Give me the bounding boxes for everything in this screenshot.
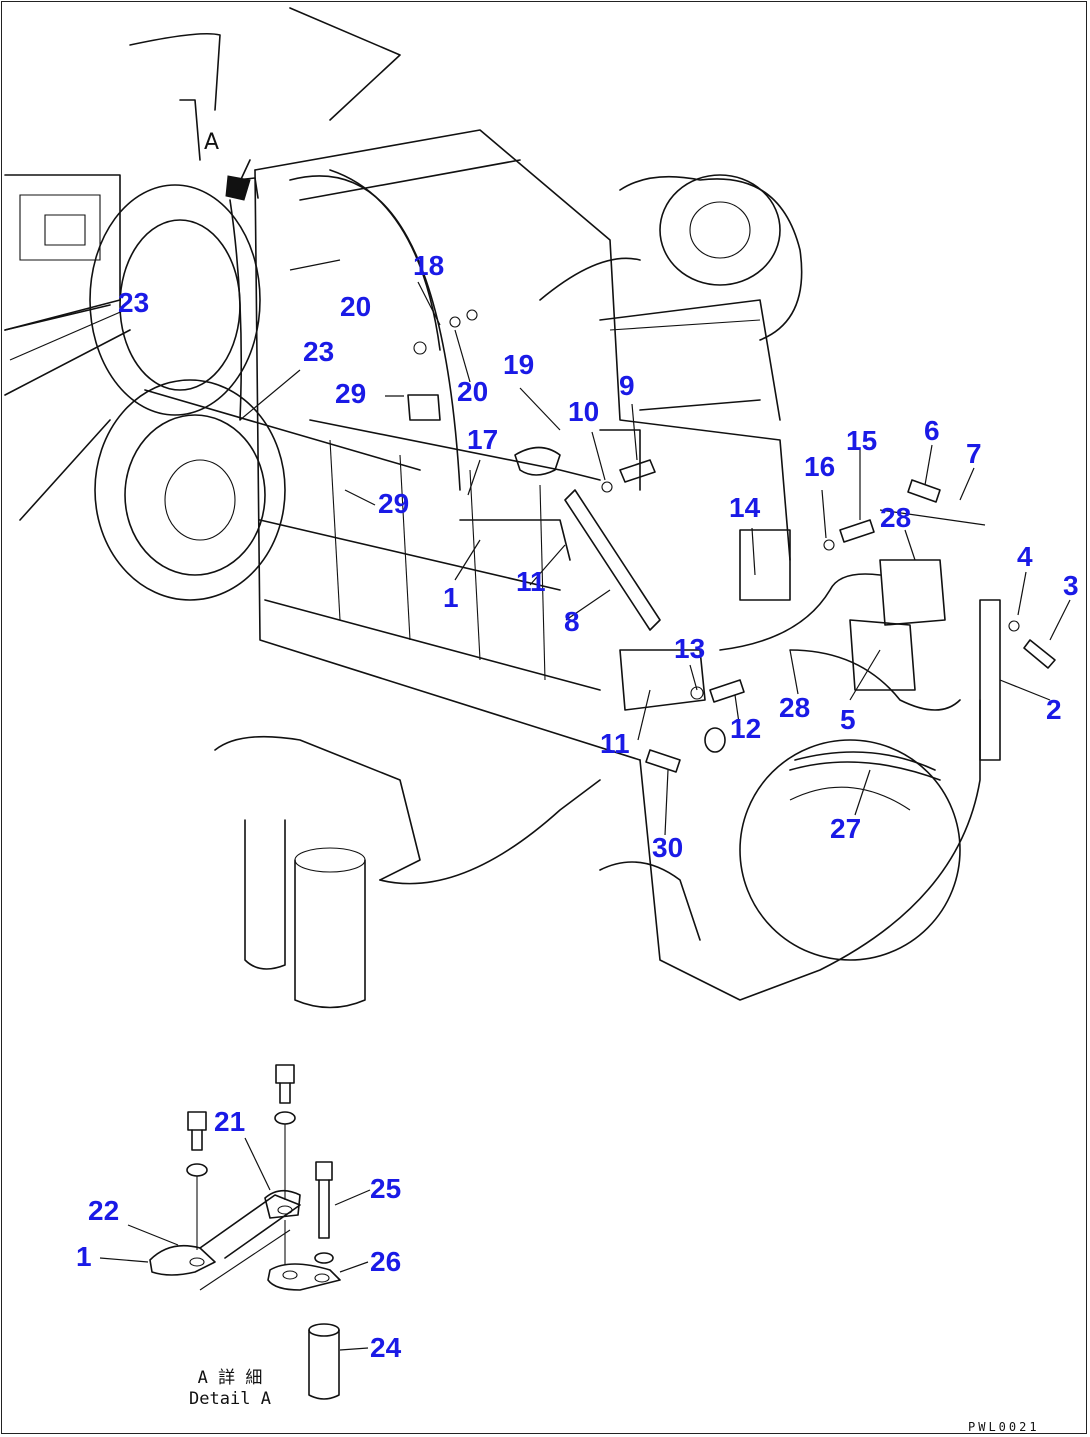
- callout-15: 15: [846, 425, 878, 456]
- callout-5: 5: [840, 704, 856, 735]
- detail-a-leaders: [99, 1137, 371, 1351]
- callout-4: 4: [1017, 541, 1033, 572]
- callout-6: 6: [924, 415, 940, 446]
- callout-11-upper: 11: [516, 566, 546, 597]
- detail-a-clamp: [149, 1189, 301, 1291]
- flywheel-housing: [599, 699, 981, 1001]
- callout-13: 13: [674, 633, 706, 664]
- callout-8: 8: [564, 606, 580, 637]
- callout-30: 30: [652, 832, 684, 863]
- detail-a-bolt-left: [186, 1111, 208, 1250]
- callout-20-lower: 20: [457, 376, 489, 407]
- leader-lines: [9, 259, 1071, 836]
- callout-19: 19: [503, 349, 535, 380]
- hardware: [225, 175, 1056, 773]
- detail-a-caption-en: Detail A: [189, 1389, 271, 1410]
- callout-20-upper: 20: [340, 291, 372, 322]
- detail-a-long-bolt: [267, 1161, 341, 1291]
- view-arrow-a: [179, 99, 251, 191]
- callout-3: 3: [1063, 570, 1079, 601]
- callout-17: 17: [467, 424, 499, 455]
- callout-12: 12: [730, 713, 762, 744]
- turbocharger: [539, 174, 803, 341]
- callout-26: 26: [370, 1246, 402, 1277]
- detail-a-caption-jp: A 詳 細: [197, 1368, 263, 1388]
- wiring-harness: [144, 169, 961, 781]
- callout-7: 7: [966, 438, 982, 469]
- callout-22: 22: [88, 1195, 120, 1226]
- callout-28-lower: 28: [779, 692, 811, 723]
- callout-10: 10: [568, 396, 600, 427]
- drawing-code: PWL0021: [968, 1420, 1040, 1434]
- callout-11-lower: 11: [600, 728, 630, 759]
- callout-24: 24: [370, 1332, 402, 1363]
- callout-23-center: 23: [303, 336, 335, 367]
- callout-29-upper: 29: [335, 378, 367, 409]
- callout-9: 9: [619, 370, 635, 401]
- brackets: [564, 429, 1001, 761]
- callout-18: 18: [413, 250, 445, 281]
- detail-a-spacer: [308, 1323, 340, 1400]
- callout-27: 27: [830, 813, 862, 844]
- callout-1-main: 1: [443, 582, 459, 613]
- detail-a-caption: A 詳 細 Detail A: [180, 1368, 280, 1411]
- callout-28-upper: 28: [880, 502, 912, 533]
- callout-1-detail: 1: [76, 1241, 92, 1272]
- callout-16: 16: [804, 451, 836, 482]
- callout-2: 2: [1046, 694, 1062, 725]
- callout-29-lower: 29: [378, 488, 410, 519]
- fan-shroud: [4, 7, 401, 521]
- view-marker-a: A: [204, 130, 220, 155]
- detail-a-bolt-center: [274, 1064, 296, 1265]
- oil-filters: [214, 735, 601, 1009]
- engine-block: [254, 129, 791, 761]
- callout-25: 25: [370, 1173, 402, 1204]
- callout-23-left: 23: [118, 287, 150, 318]
- callout-14: 14: [729, 492, 761, 523]
- callout-21: 21: [214, 1106, 246, 1137]
